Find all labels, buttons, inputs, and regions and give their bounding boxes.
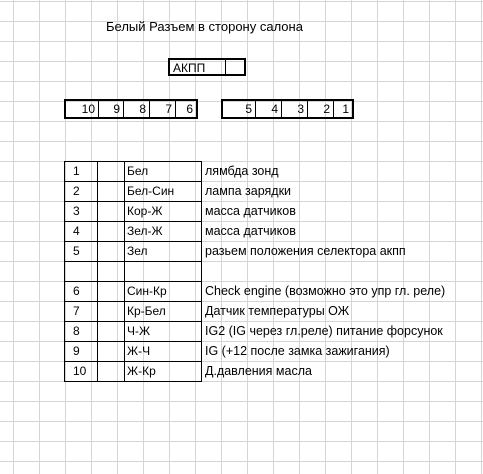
connector-pin-cell[interactable]: 6 (175, 101, 196, 117)
sheet-title: Белый Разъем в сторону салона (106, 19, 303, 34)
connector-pin-cell[interactable]: 8 (123, 101, 149, 117)
blank-cell[interactable] (97, 341, 125, 362)
wire-number-cell[interactable]: 2 (64, 181, 98, 202)
wire-description-cell[interactable]: IG2 (IG через гл.реле) питание форсунок (201, 321, 448, 342)
wire-number-cell[interactable]: 1 (64, 161, 98, 182)
akpp-label: АКПП (173, 61, 206, 75)
wire-number-cell[interactable]: 5 (64, 241, 98, 262)
wire-color-cell[interactable]: Зел-Ж (124, 221, 202, 242)
blank-cell[interactable] (97, 161, 125, 182)
blank-cell[interactable] (97, 201, 125, 222)
wire-description-cell[interactable]: масса датчиков (201, 221, 448, 242)
akpp-empty-cell[interactable] (225, 60, 244, 74)
connector-pin-cell[interactable]: 9 (98, 101, 123, 117)
wire-description-cell[interactable] (201, 261, 448, 282)
wire-description-cell[interactable]: лампа зарядки (201, 181, 448, 202)
wire-number-cell[interactable]: 9 (64, 341, 98, 362)
blank-cell[interactable] (97, 241, 125, 262)
connector-pin-cell[interactable]: 2 (307, 101, 333, 117)
wire-description-cell[interactable]: разьем положения селектора акпп (201, 241, 448, 262)
blank-cell[interactable] (97, 281, 125, 302)
wire-color-cell[interactable] (124, 261, 202, 282)
wire-color-cell[interactable]: Зел (124, 241, 202, 262)
connector-pin-cell[interactable]: 3 (281, 101, 307, 117)
connector-pin-cell[interactable]: 4 (255, 101, 281, 117)
wire-description-cell[interactable]: Д.давления масла (201, 361, 448, 382)
wire-description-cell[interactable]: масса датчиков (201, 201, 448, 222)
wire-number-cell[interactable]: 8 (64, 321, 98, 342)
akpp-box: АКПП (168, 58, 246, 76)
wire-color-cell[interactable]: Син-Кр (124, 281, 202, 302)
connector-pin-cell[interactable]: 10 (81, 102, 95, 116)
blank-cell[interactable] (97, 321, 125, 342)
wire-color-cell[interactable]: Ж-Кр (124, 361, 202, 382)
blank-cell[interactable] (97, 301, 125, 322)
wire-number-cell[interactable] (64, 261, 98, 282)
wire-description-cell[interactable]: IG (+12 после замка зажигания) (201, 341, 448, 362)
connector-pin-cell[interactable]: 7 (149, 101, 175, 117)
wire-description-cell[interactable]: Check engine (возможно это упр гл. реле) (201, 281, 448, 302)
wire-color-cell[interactable]: Бел (124, 161, 202, 182)
wire-number-cell[interactable]: 7 (64, 301, 98, 322)
blank-cell[interactable] (97, 221, 125, 242)
wire-color-cell[interactable]: Кр-Бел (124, 301, 202, 322)
connector-pin-cell[interactable]: 1 (333, 101, 352, 117)
wire-color-cell[interactable]: Кор-Ж (124, 201, 202, 222)
wire-description-cell[interactable]: Датчик температуры ОЖ (201, 301, 448, 322)
wire-color-cell[interactable]: Ч-Ж (124, 321, 202, 342)
wire-color-cell[interactable]: Ж-Ч (124, 341, 202, 362)
connector-pin-cell[interactable]: 5 (245, 102, 252, 116)
blank-cell[interactable] (97, 261, 125, 282)
wire-number-cell[interactable]: 3 (64, 201, 98, 222)
wire-number-cell[interactable]: 6 (64, 281, 98, 302)
blank-cell[interactable] (97, 181, 125, 202)
wire-color-cell[interactable]: Бел-Син (124, 181, 202, 202)
wire-number-cell[interactable]: 4 (64, 221, 98, 242)
blank-cell[interactable] (97, 361, 125, 382)
table-row (64, 261, 448, 282)
wire-description-cell[interactable]: лямбда зонд (201, 161, 448, 182)
wire-number-cell[interactable]: 10 (64, 361, 98, 382)
